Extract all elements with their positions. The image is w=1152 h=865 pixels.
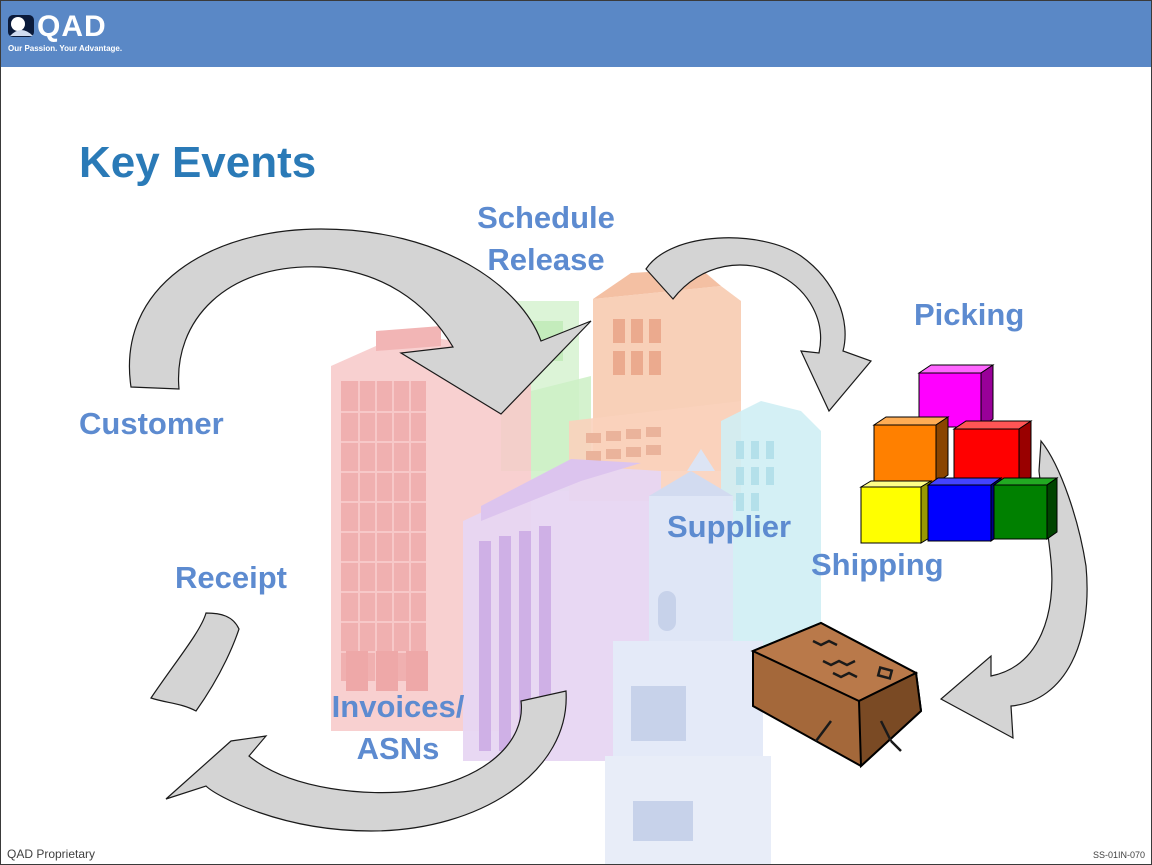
- header-bar: QAD Our Passion. Your Advantage.: [1, 1, 1151, 67]
- label-picking: Picking: [914, 297, 1025, 332]
- label-invoices-asns: Invoices/ ASNs: [313, 686, 483, 770]
- page-title: Key Events: [79, 138, 317, 187]
- label-receipt: Receipt: [175, 560, 287, 595]
- logo-tagline: Our Passion. Your Advantage.: [8, 44, 123, 53]
- label-schedule-line2: Release: [487, 242, 605, 277]
- footer-slide-code: SS-01IN-070: [1092, 850, 1145, 860]
- label-schedule-release: Schedule Release: [456, 197, 636, 281]
- label-shipping: Shipping: [811, 547, 944, 582]
- label-invoices-line2: ASNs: [356, 731, 440, 766]
- logo-text: QAD: [37, 10, 107, 43]
- label-supplier: Supplier: [667, 509, 792, 544]
- label-invoices-line1: Invoices/: [331, 689, 465, 724]
- label-customer: Customer: [79, 406, 224, 441]
- qad-logo-icon: [8, 15, 34, 37]
- label-schedule-line1: Schedule: [477, 200, 615, 235]
- footer-proprietary: QAD Proprietary: [7, 847, 96, 861]
